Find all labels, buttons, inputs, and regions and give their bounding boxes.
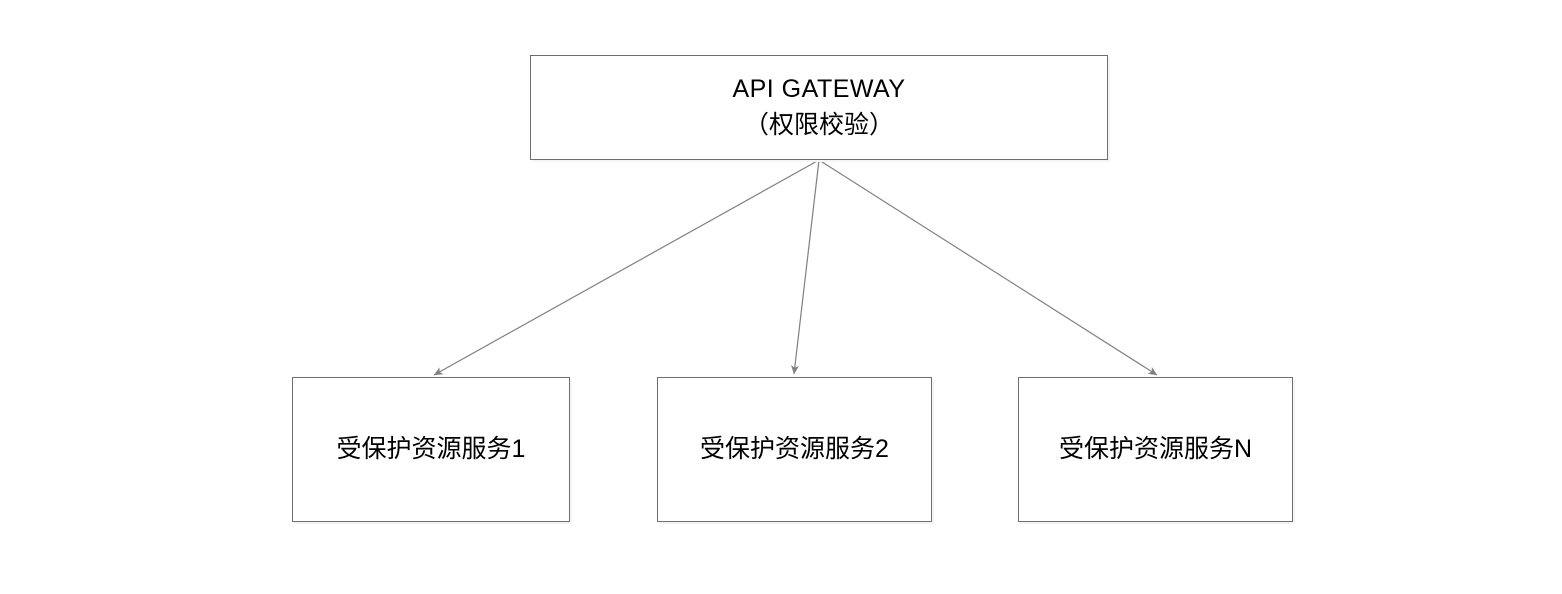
edge-gateway-to-service-1 (433, 159, 820, 376)
node-protected-service-3-label: 受保护资源服务N (1058, 434, 1253, 463)
node-protected-service-2-label: 受保护资源服务2 (700, 434, 889, 463)
node-api-gateway-title: API GATEWAY (732, 75, 906, 103)
node-api-gateway[interactable]: API GATEWAY （权限校验） (530, 55, 1108, 160)
node-protected-service-2[interactable]: 受保护资源服务2 (657, 377, 932, 522)
node-protected-service-1[interactable]: 受保护资源服务1 (292, 377, 570, 522)
edge-gateway-to-service-3 (818, 159, 1158, 376)
node-api-gateway-label: API GATEWAY （权限校验） (722, 72, 915, 143)
node-protected-service-1-label: 受保护资源服务1 (336, 434, 526, 463)
node-api-gateway-subtitle: （权限校验） (743, 110, 894, 139)
edge-gateway-to-service-2 (791, 159, 820, 375)
node-protected-service-3[interactable]: 受保护资源服务N (1018, 377, 1293, 522)
